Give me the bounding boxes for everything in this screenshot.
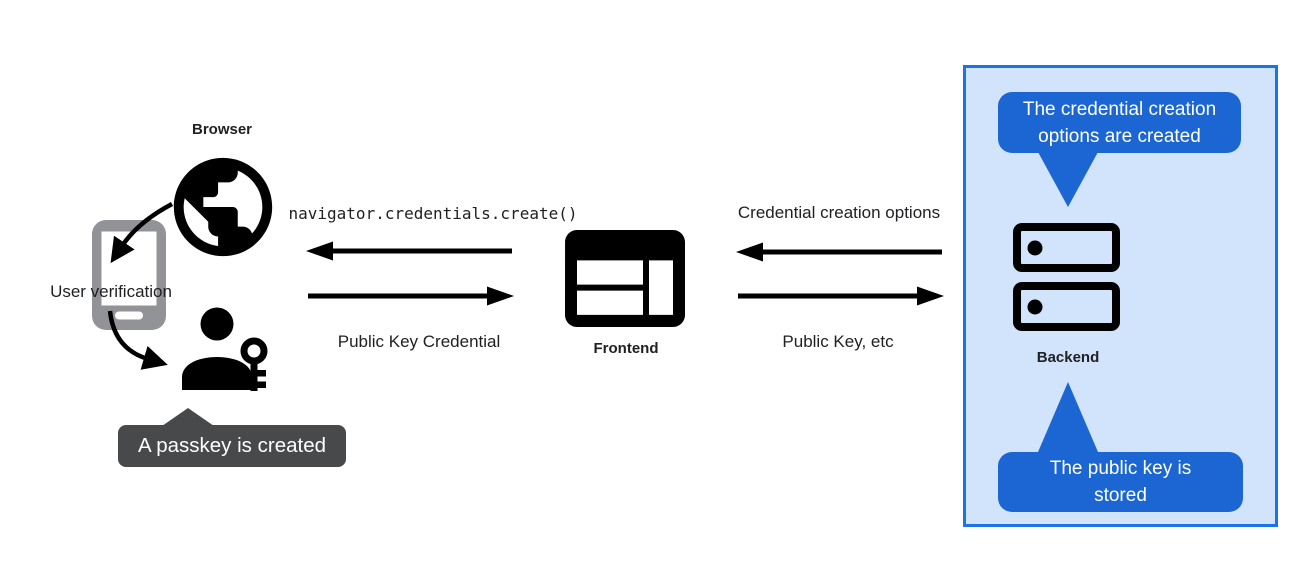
callout-pointer-up bbox=[1038, 382, 1098, 452]
globe-icon bbox=[173, 157, 273, 257]
arrow-backend-to-frontend bbox=[736, 242, 942, 262]
passkey-created-tooltip: A passkey is created bbox=[118, 408, 346, 467]
backend-server-icon bbox=[1013, 223, 1120, 331]
arrow-frontend-to-browser bbox=[306, 241, 512, 261]
backend-panel: The credential creation options are crea… bbox=[963, 65, 1278, 527]
api-call-label: navigator.credentials.create() bbox=[288, 204, 578, 223]
browser-label: Browser bbox=[191, 121, 253, 138]
callout-pointer-down bbox=[1038, 152, 1098, 207]
person-icon bbox=[182, 307, 252, 390]
passkey-created-tooltip-text: A passkey is created bbox=[137, 434, 326, 457]
user-key-icon bbox=[182, 307, 268, 391]
key-icon bbox=[240, 337, 268, 391]
backend-label: Backend bbox=[1036, 349, 1100, 366]
credential-options-callout: The credential creation options are crea… bbox=[998, 92, 1241, 153]
public-key-etc-label: Public Key, etc bbox=[782, 332, 894, 351]
frontend-window-icon bbox=[565, 230, 685, 327]
credential-options-callout-text: The credential creation options are crea… bbox=[1022, 98, 1217, 147]
arrow-browser-to-frontend bbox=[308, 286, 514, 306]
public-key-stored-callout-text: The public key is stored bbox=[1049, 458, 1192, 506]
public-key-stored-callout: The public key is stored bbox=[998, 452, 1243, 512]
public-key-credential-label: Public Key Credential bbox=[337, 332, 501, 351]
arrow-frontend-to-backend bbox=[738, 286, 944, 306]
credential-creation-options-label: Credential creation options bbox=[737, 203, 941, 222]
phone-home-dash bbox=[115, 311, 143, 320]
frontend-label: Frontend bbox=[593, 340, 659, 357]
user-verification-label: User verification bbox=[50, 282, 172, 301]
smartphone-icon bbox=[92, 220, 166, 330]
